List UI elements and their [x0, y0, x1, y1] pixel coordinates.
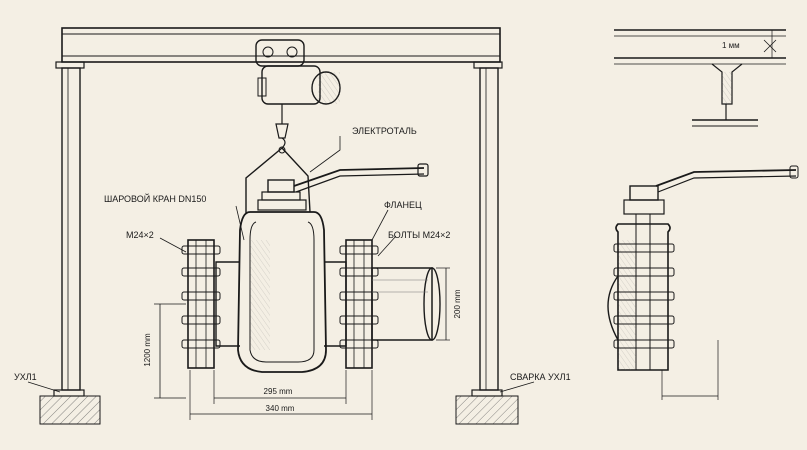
left-bolt-label: М24×2	[126, 230, 154, 240]
left-column	[53, 61, 85, 397]
dimension-lines	[154, 267, 450, 420]
beam-detail-inset	[614, 29, 786, 127]
right-flange-bolts	[339, 245, 379, 349]
right-column	[471, 61, 503, 397]
i-beam	[61, 27, 501, 63]
right-foundation	[455, 395, 519, 425]
left-flange	[181, 239, 221, 369]
height-dimension: 1200 mm	[143, 333, 152, 367]
deflection-dimension: 1 мм	[722, 41, 740, 50]
bolts-label: БОЛТЫ М24×2	[388, 230, 450, 240]
flange-label: ФЛАНЕЦ	[384, 200, 422, 210]
ball-valve-label: ШАРОВОЙ КРАН DN150	[104, 193, 206, 204]
side-view-bolts	[613, 243, 675, 349]
valve-stem-and-handle	[257, 163, 429, 211]
left-foundation	[39, 395, 101, 425]
right-weld-label: СВАРКА УХЛ1	[510, 372, 571, 382]
pipe	[371, 267, 441, 341]
pipe-diameter-dimension: 200 mm	[453, 289, 462, 318]
inner-width-dimension: 295 mm	[264, 387, 293, 396]
electric-hoist	[255, 39, 341, 149]
valve-side-view	[607, 165, 799, 400]
left-weld-label: УХЛ1	[14, 372, 37, 382]
hoist-label: ЭЛЕКТРОТАЛЬ	[352, 126, 417, 136]
outer-width-dimension: 340 mm	[266, 404, 295, 413]
valve-body	[215, 211, 347, 373]
leader-lines	[27, 136, 535, 393]
lifting-slings	[245, 146, 311, 214]
